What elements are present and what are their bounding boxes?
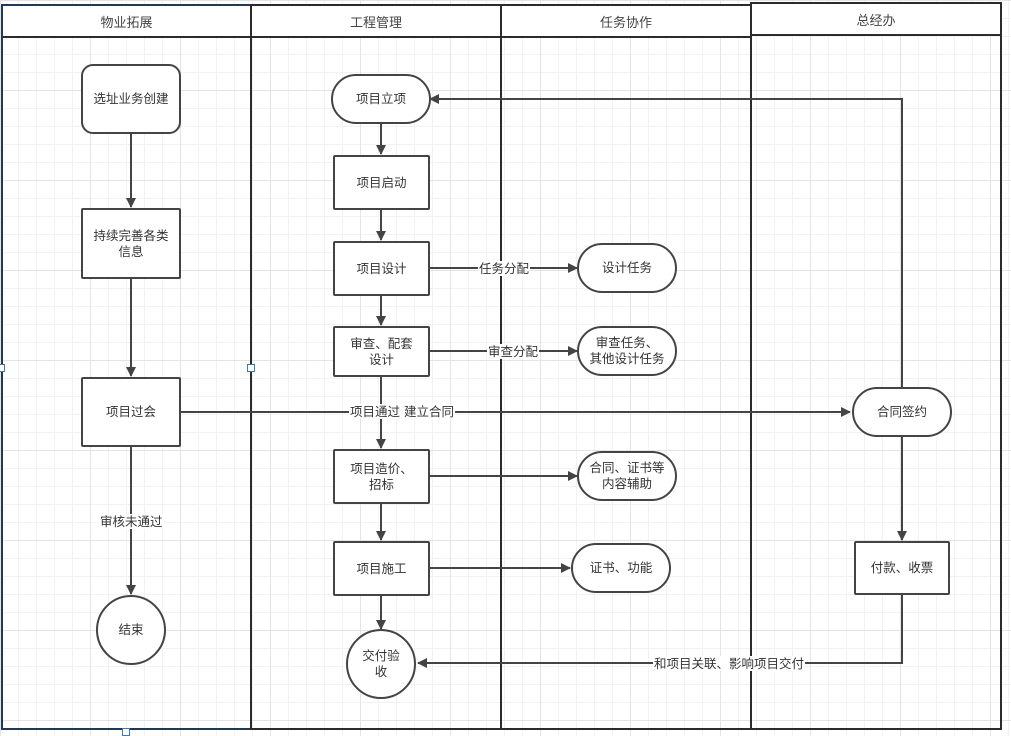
node-review-task[interactable]: 审查任务、 其他设计任务	[577, 326, 677, 376]
node-project-design[interactable]: 项目设计	[333, 241, 430, 296]
node-project-start[interactable]: 项目启动	[333, 155, 430, 210]
node-acceptance[interactable]: 交付验 收	[346, 629, 416, 699]
node-design-task[interactable]: 设计任务	[577, 243, 677, 293]
node-review-design[interactable]: 审查、配套 设计	[333, 326, 430, 377]
edge-label-review-assign: 审查分配	[487, 344, 540, 359]
node-end[interactable]: 结束	[96, 595, 166, 665]
node-project-init[interactable]: 项目立项	[331, 74, 431, 124]
resize-handle[interactable]	[0, 364, 5, 372]
lane-header: 物业拓展	[3, 6, 250, 38]
lane-header: 任务协作	[502, 6, 750, 38]
node-site-create[interactable]: 选址业务创建	[81, 64, 181, 134]
node-improve-info[interactable]: 持续完善各类 信息	[81, 208, 181, 279]
node-construction[interactable]: 项目施工	[333, 541, 430, 596]
edge-label-task-assign: 任务分配	[478, 261, 531, 276]
node-cert-function[interactable]: 证书、功能	[571, 543, 671, 593]
lane-gm[interactable]: 总经办	[750, 2, 1002, 730]
node-cost-bid[interactable]: 项目造价、 招标	[333, 449, 430, 504]
resize-handle[interactable]	[247, 364, 255, 372]
edge-label-pass-contract: 项目通过 建立合同	[349, 404, 455, 419]
node-contract-assist[interactable]: 合同、证书等 内容辅助	[577, 451, 677, 501]
lane-header: 工程管理	[252, 6, 500, 38]
edge-payment-to-acceptance	[417, 595, 903, 668]
edge-contract-to-init	[429, 94, 903, 387]
lane-collaboration[interactable]: 任务协作	[500, 4, 752, 730]
edge-label-review-failed: 审核未通过	[99, 514, 164, 529]
node-payment[interactable]: 付款、收票	[854, 541, 950, 595]
edge-label-delivery-link: 和项目关联、影响项目交付	[653, 656, 806, 671]
lane-header: 总经办	[752, 4, 1000, 36]
node-contract-sign[interactable]: 合同签约	[852, 387, 952, 437]
node-project-review[interactable]: 项目过会	[81, 377, 181, 447]
